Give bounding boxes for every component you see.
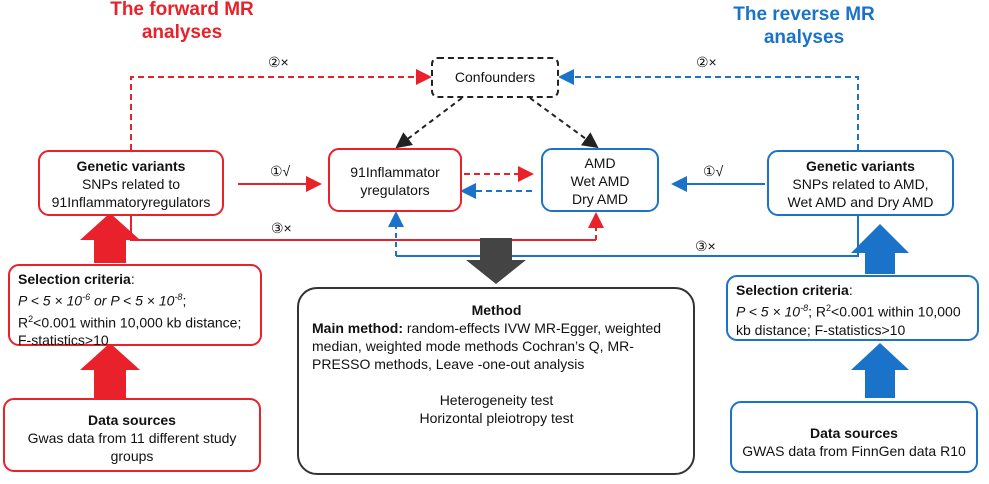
reverse-assumption-2-label: ②× xyxy=(696,54,717,70)
reverse-genetic-line1: SNPs related to AMD, xyxy=(792,176,929,192)
reverse-p-line: P < 5 × 10-8; R2<0.001 within 10,000 xyxy=(736,299,969,321)
amd-line3: Dry AMD xyxy=(572,191,628,207)
forward-data-sources-box: Data sources Gwas data from 11 different… xyxy=(3,398,261,472)
forward-assumption-1-label: ①√ xyxy=(270,163,291,179)
forward-data-title: Data sources xyxy=(88,412,176,428)
method-title: Method xyxy=(471,302,522,318)
forward-big-arrow-upper xyxy=(80,213,140,263)
reverse-title: The reverse MR analyses xyxy=(704,3,904,49)
reverse-selection-line3: kb distance; F-statistics>10 xyxy=(736,321,906,338)
reverse-r2-prefix: ; R xyxy=(808,303,826,320)
forward-title-line1: The forward MR xyxy=(110,0,254,20)
method-box: Method Main method: random-effects IVW M… xyxy=(297,287,695,475)
forward-p-threshold: P < 5 × 10-6 or P < 5 × 10-8; xyxy=(18,288,252,310)
reverse-assumption-1-label: ①√ xyxy=(703,163,724,179)
forward-pathway3-path xyxy=(130,215,596,241)
forward-genetic-variants-box: Genetic variants SNPs related to 91Infla… xyxy=(38,150,224,216)
method-main-label: Main method: xyxy=(312,320,403,336)
method-pleiotropy: Horizontal pleiotropy test xyxy=(419,410,574,426)
forward-to-confounders-path xyxy=(130,69,432,150)
forward-genetic-line2: 91Inflammatoryregulators xyxy=(51,194,211,210)
reverse-big-arrow-lower xyxy=(851,343,909,398)
forward-selection-title: Selection criteria xyxy=(18,271,131,287)
reverse-data-line1: GWAS data from FinnGen data R10 xyxy=(742,443,966,459)
forward-fstat: F-statistics>10 xyxy=(18,332,109,349)
forward-selection-criteria-box: Selection criteria: P < 5 × 10-6 or P < … xyxy=(8,264,262,349)
forward-big-arrow-lower xyxy=(80,343,140,398)
reverse-big-arrow-upper xyxy=(851,224,909,274)
reverse-genetic-variants-box: Genetic variants SNPs related to AMD, We… xyxy=(767,150,954,216)
reverse-selection-colon: : xyxy=(848,282,853,298)
amd-box: AMD Wet AMD Dry AMD xyxy=(541,148,659,212)
inflammatory-regulators-box: 91Inflammator yregulators xyxy=(328,148,462,212)
forward-data-line1: Gwas data from 11 different study xyxy=(27,430,237,446)
method-main-line: Main method: random-effects IVW MR-Egger… xyxy=(312,319,681,337)
reverse-p-exp: -8 xyxy=(800,303,809,313)
confounders-box: Confounders xyxy=(431,57,559,98)
method-line3: PRESSO methods, Leave -one-out analysis xyxy=(312,356,585,372)
forward-genetic-line1: SNPs related to xyxy=(81,176,181,192)
forward-r2-sup: 2 xyxy=(28,313,34,324)
reverse-to-confounders-path xyxy=(558,69,859,150)
forward-selection-colon: : xyxy=(130,271,135,287)
forward-r2-prefix: R xyxy=(18,314,29,331)
reverse-data-sources-box: Data sources GWAS data from FinnGen data… xyxy=(730,401,978,473)
reverse-pathway3-path xyxy=(396,215,859,257)
method-main-text: random-effects IVW MR-Egger, weighted xyxy=(403,320,662,336)
forward-genetic-title: Genetic variants xyxy=(76,158,186,174)
reverse-title-line1: The reverse MR xyxy=(733,4,875,25)
forward-p-end: ; xyxy=(182,292,187,309)
forward-assumption-2-label: ②× xyxy=(268,54,289,70)
confounders-label: Confounders xyxy=(454,69,536,85)
method-heterogeneity: Heterogeneity test xyxy=(439,392,554,408)
forward-r2-rest: <0.001 within 10,000 kb distance; xyxy=(33,314,242,331)
amd-line1: AMD xyxy=(584,155,616,171)
confounders-to-inflam-arrow xyxy=(395,97,463,149)
reverse-selection-criteria-box: Selection criteria: P < 5 × 10-8; R2<0.0… xyxy=(726,275,979,341)
forward-p-prefix: P < 5 × 10 xyxy=(18,292,83,309)
reverse-title-line2: analyses xyxy=(763,27,845,48)
method-big-arrow xyxy=(466,238,526,284)
forward-data-line2: groups xyxy=(110,448,154,464)
amd-line2: Wet AMD xyxy=(570,173,630,189)
forward-assumption-3-label: ③× xyxy=(271,220,292,236)
method-line2: median, weighted mode methods Cochran’s … xyxy=(312,338,634,354)
reverse-r2-sup: 2 xyxy=(826,303,832,313)
reverse-selection-title: Selection criteria xyxy=(736,282,849,298)
forward-r2-line: R2<0.001 within 10,000 kb distance; xyxy=(18,310,252,332)
inflam-line1: 91Inflammator xyxy=(350,164,440,180)
reverse-p-prefix: P < 5 × 10 xyxy=(736,303,801,320)
reverse-assumption-3-label: ③× xyxy=(695,238,716,254)
forward-title: The forward MR analyses xyxy=(82,0,282,44)
reverse-data-title: Data sources xyxy=(810,425,898,441)
forward-p-mid: or P < 5 × 10 xyxy=(90,292,175,309)
reverse-r2-rest: <0.001 within 10,000 xyxy=(831,303,961,320)
inflam-line2: yregulators xyxy=(360,182,430,198)
forward-p-exp1: -6 xyxy=(82,292,91,302)
forward-p-exp2: -8 xyxy=(174,292,183,302)
forward-title-line2: analyses xyxy=(141,22,223,43)
confounders-to-amd-arrow xyxy=(529,97,599,149)
reverse-genetic-title: Genetic variants xyxy=(806,158,915,174)
reverse-genetic-line2: Wet AMD and Dry AMD xyxy=(787,194,934,210)
